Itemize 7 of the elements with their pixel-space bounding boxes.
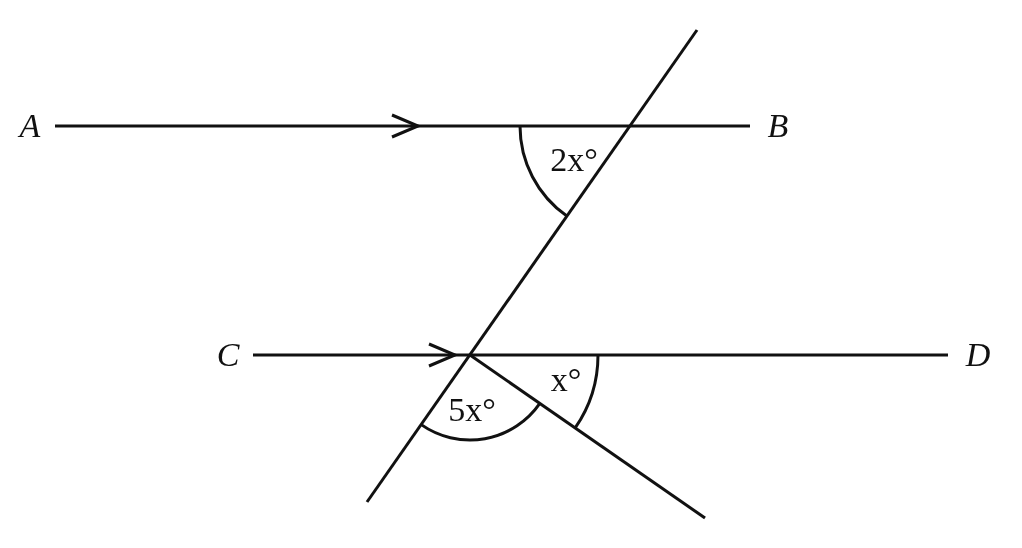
point-label: A	[19, 109, 41, 143]
angle-label: 2x°	[550, 143, 598, 177]
point-label: B	[767, 109, 789, 143]
point-label: C	[216, 338, 240, 372]
angle-label: 5x°	[448, 393, 496, 427]
angle-label: x°	[550, 363, 582, 397]
point-label: D	[965, 338, 991, 372]
